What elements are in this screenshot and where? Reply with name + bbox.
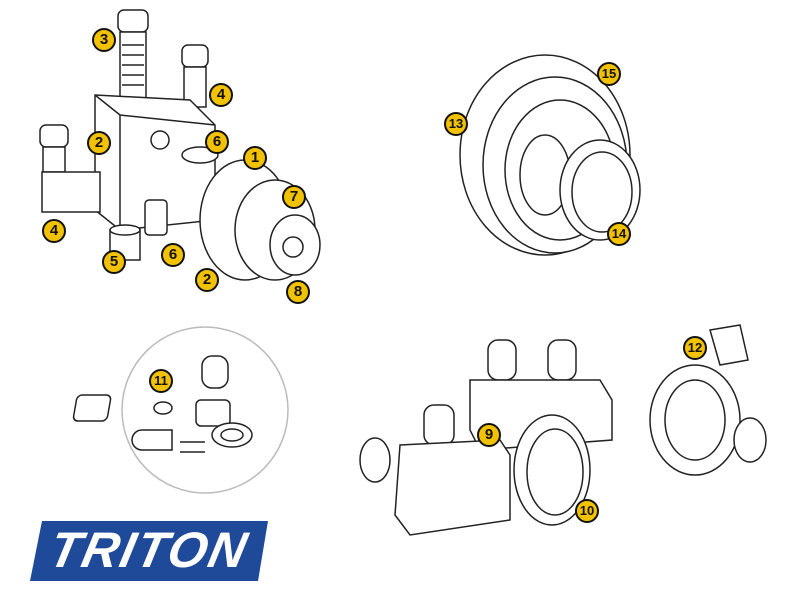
clip-drawing	[649, 324, 767, 476]
callout-4: 4	[209, 83, 233, 107]
callout-2b: 2	[195, 268, 219, 292]
callout-15: 15	[597, 62, 621, 86]
callout-13: 13	[444, 112, 468, 136]
callout-2: 2	[87, 131, 111, 155]
callout-6: 6	[205, 130, 229, 154]
logo-background	[30, 521, 268, 581]
callout-7: 7	[282, 185, 306, 209]
callout-9: 9	[477, 423, 501, 447]
triton-logo: TRITON	[44, 522, 254, 578]
callout-1: 1	[243, 146, 267, 170]
callout-8: 8	[286, 280, 310, 304]
callout-11: 11	[149, 369, 173, 393]
callout-4b: 4	[42, 219, 66, 243]
callout-12: 12	[683, 336, 707, 360]
shroud-drawing	[459, 54, 641, 256]
callout-14: 14	[607, 222, 631, 246]
valve-body-drawing	[39, 9, 321, 281]
manifold-drawing	[359, 339, 613, 536]
callout-3: 3	[92, 28, 116, 52]
callout-5: 5	[102, 250, 126, 274]
callout-6b: 6	[161, 243, 185, 267]
seal-kit-drawing	[72, 326, 289, 494]
callout-10: 10	[575, 499, 599, 523]
